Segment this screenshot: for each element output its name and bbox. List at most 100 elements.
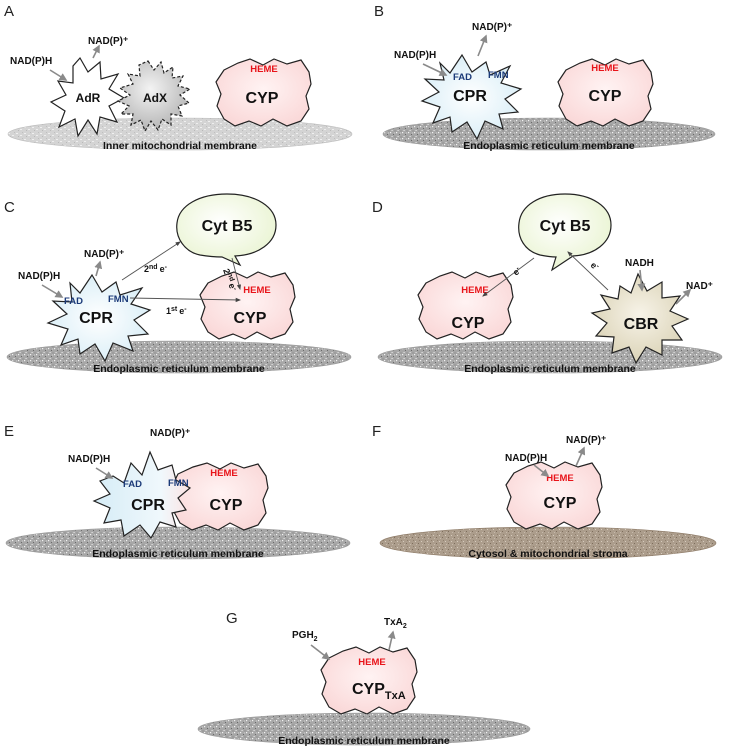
fmn-label-e: FMN bbox=[168, 478, 189, 489]
heme-label-a: HEME bbox=[250, 64, 277, 75]
cofactor-in-arrow-c bbox=[41, 284, 64, 298]
cofactor-out-arrow-f bbox=[575, 446, 586, 467]
cyp-protein-e bbox=[171, 462, 269, 531]
cyp-label-a: CYP bbox=[246, 90, 279, 107]
cofactor-in-f: NAD(P)H bbox=[505, 453, 547, 464]
membrane-label-c: Endoplasmic reticulum membrane bbox=[93, 363, 265, 375]
membrane-label-b: Endoplasmic reticulum membrane bbox=[463, 140, 635, 152]
cpr-label-b: CPR bbox=[453, 88, 487, 105]
cyp-label-d: CYP bbox=[452, 315, 485, 332]
cytb5-label-d: Cyt B5 bbox=[540, 218, 591, 235]
panel-label-b: B bbox=[374, 3, 384, 20]
panel-d: D Endoplasmic reticulum membrane Cyt B5 … bbox=[372, 193, 723, 375]
cytb5-protein-c bbox=[176, 193, 277, 267]
nadh-label-d: NADH bbox=[625, 258, 654, 269]
adx-label: AdX bbox=[143, 91, 167, 105]
cyp-txa-protein-g bbox=[320, 646, 418, 715]
cofactor-out-c: NAD(P)⁺ bbox=[84, 249, 124, 260]
panel-label-d: D bbox=[372, 199, 383, 216]
cofactor-in-arrow-e bbox=[95, 467, 114, 479]
cytb5-protein-d bbox=[518, 193, 612, 272]
cyp-protein-c bbox=[199, 271, 296, 340]
panel-c: C Endoplasmic reticulum membrane Cyt B5 … bbox=[4, 193, 352, 375]
cyp-label-e: CYP bbox=[210, 497, 243, 514]
panel-f: F Cytosol & mitochondrial stroma HEME CY… bbox=[372, 423, 717, 560]
cbr-label-d: CBR bbox=[624, 316, 659, 333]
cofactor-in-arrow-a bbox=[49, 69, 68, 81]
cofactor-in-e: NAD(P)H bbox=[68, 454, 110, 465]
panel-a: A Inner mitochondrial membrane AdR AdX H… bbox=[4, 3, 353, 152]
fad-label-c: FAD bbox=[64, 296, 83, 307]
heme-label-c: HEME bbox=[243, 285, 270, 296]
panel-label-c: C bbox=[4, 199, 15, 216]
cyp-label-b: CYP bbox=[589, 88, 622, 105]
cyp-protein-a bbox=[215, 58, 312, 127]
electron-label-d-left: e- bbox=[511, 264, 524, 277]
membrane-label-e: Endoplasmic reticulum membrane bbox=[92, 548, 264, 560]
nad-plus-label-d: NAD⁺ bbox=[686, 281, 713, 292]
membrane-label-f: Cytosol & mitochondrial stroma bbox=[468, 548, 627, 560]
electron-arrow-1st-to-cyp bbox=[129, 297, 242, 303]
adr-label: AdR bbox=[76, 91, 101, 105]
panel-g: G Endoplasmic reticulum membrane HEME CY… bbox=[197, 610, 531, 746]
electron-label-2nd-b5-c: 2nde- bbox=[221, 267, 239, 293]
cofactor-out-f: NAD(P)⁺ bbox=[566, 435, 606, 446]
adx-protein bbox=[116, 60, 192, 133]
cofactor-in-arrow-b bbox=[422, 63, 448, 76]
er-membrane-e bbox=[5, 526, 351, 560]
cyp-protein-f bbox=[505, 461, 603, 530]
substrate-label-g: PGH2 bbox=[292, 630, 318, 643]
nad-plus-arrow-d bbox=[675, 288, 692, 305]
fmn-label-c: FMN bbox=[108, 294, 129, 305]
heme-label-e: HEME bbox=[210, 468, 237, 479]
er-membrane-c bbox=[6, 340, 352, 374]
electron-arrow-b5-to-cyp-d bbox=[482, 257, 535, 297]
heme-label-g: HEME bbox=[358, 657, 385, 668]
cofactor-out-a: NAD(P)⁺ bbox=[88, 36, 128, 47]
cytb5-label-c: Cyt B5 bbox=[202, 218, 253, 235]
panel-b: B Endoplasmic reticulum membrane FAD FMN… bbox=[374, 3, 716, 152]
cyp-protein-b bbox=[557, 58, 654, 127]
electron-arrow-cbr-to-b5-d bbox=[567, 251, 609, 291]
cyp-protein-d bbox=[417, 271, 514, 340]
heme-label-d: HEME bbox=[461, 285, 488, 296]
electron-label-d-right: e- bbox=[589, 259, 602, 272]
cyp-label-f: CYP bbox=[544, 495, 577, 512]
membrane-label-a: Inner mitochondrial membrane bbox=[103, 140, 257, 152]
panel-label-f: F bbox=[372, 423, 381, 440]
cofactor-out-arrow-a bbox=[92, 44, 100, 59]
membrane-label-g: Endoplasmic reticulum membrane bbox=[278, 735, 450, 746]
cofactor-in-c: NAD(P)H bbox=[18, 271, 60, 282]
cofactor-out-arrow-b bbox=[477, 34, 488, 57]
cpr-protein-e bbox=[92, 450, 192, 540]
nadh-arrow-d bbox=[637, 269, 646, 292]
product-label-g: TxA2 bbox=[384, 617, 407, 630]
electron-arrow-b5-to-cyp bbox=[231, 257, 242, 291]
panel-label-e: E bbox=[4, 423, 14, 440]
substrate-arrow-g bbox=[310, 644, 331, 660]
heme-label-b: HEME bbox=[591, 63, 618, 74]
adr-protein bbox=[49, 56, 126, 138]
er-membrane-b bbox=[382, 117, 716, 151]
cofactor-out-e: NAD(P)⁺ bbox=[150, 428, 190, 439]
cpr-label-c: CPR bbox=[79, 310, 113, 327]
product-arrow-g bbox=[387, 630, 396, 651]
electron-arrow-2nd-to-b5 bbox=[121, 241, 181, 281]
panel-label-a: A bbox=[4, 3, 14, 20]
cofactor-out-arrow-c bbox=[94, 260, 103, 277]
panel-label-g: G bbox=[226, 610, 238, 627]
cofactor-in-arrow-f bbox=[533, 464, 550, 477]
cpr-label-e: CPR bbox=[131, 497, 165, 514]
fmn-label-b: FMN bbox=[488, 70, 509, 81]
cyp-label-c: CYP bbox=[234, 310, 267, 327]
cofactor-out-b: NAD(P)⁺ bbox=[472, 22, 512, 33]
cofactor-in-a: NAD(P)H bbox=[10, 56, 52, 67]
cpr-protein-b bbox=[420, 53, 523, 141]
fad-label-e: FAD bbox=[123, 479, 142, 490]
membrane-label-d: Endoplasmic reticulum membrane bbox=[464, 363, 636, 375]
panel-e: E Endoplasmic reticulum membrane FAD FMN… bbox=[4, 423, 351, 560]
cofactor-in-b: NAD(P)H bbox=[394, 50, 436, 61]
